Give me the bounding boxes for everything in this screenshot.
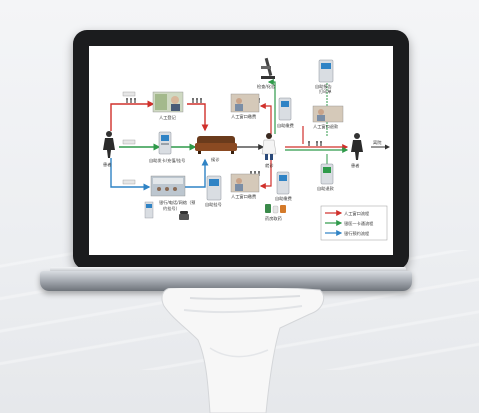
exam-test-label: 检查/化验 [257,83,276,90]
patient-left-label: 患者 [103,161,111,168]
kiosk-icon [158,131,172,155]
flow-line-visit-exam [267,79,276,134]
visit-label: 就诊 [265,162,274,169]
tablet-screen: 患者 人工登记 自助发卡/充值/挂号 银行/电话/网络（预 约挂号） 自助挂号 [89,46,393,255]
flow-line-visit-pay [259,103,272,134]
legend: 人工窗口流程 银医一卡通流程 银行预约流程 [320,205,388,241]
patient-right-label: 患者 [351,162,359,169]
self-register-label: 自助挂号 [205,201,222,208]
manual-register-label: 人工登记 [159,114,177,120]
waiting-label: 候诊 [211,156,220,163]
flow-line-bank-1 [110,158,151,191]
card-icon-2 [122,139,136,145]
pill-bottle-icon [265,204,286,214]
self-register-kiosk-icon [206,175,222,201]
self-pay-kiosk-icon [278,97,292,121]
flow-line-manual-1 [110,100,155,131]
legend-label-card: 银医一卡通流程 [344,220,374,227]
flow-line-bank-2 [185,158,209,188]
manual-window-refund-label: 人工窗口退款 [313,123,339,130]
lower-pay-photo-icon [230,173,260,193]
legend-label-manual: 人工窗口流程 [344,210,370,217]
bank-photo-icon [150,175,186,197]
self-pay-label-lower: 自助缴费 [275,195,292,202]
card-icon-1 [122,91,136,97]
card-icon-3 [122,179,136,185]
leave-hospital-label: 离院 [373,139,382,146]
self-refund-kiosk-icon [320,163,334,185]
self-report-print-label-2: 打印单 [319,88,332,95]
doctor-icon [261,133,277,160]
self-card-label: 自助发卡/充值/挂号 [149,157,185,164]
sofa-icon [195,136,237,154]
tray-rim [50,267,406,272]
workflow-diagram: 患者 人工登记 自助发卡/充值/挂号 银行/电话/网络（预 约挂号） 自助挂号 [103,57,390,241]
window-photo-icon [152,91,184,113]
telephone-icon [179,211,189,220]
self-report-print-label: 自助报告 [315,83,332,90]
bank-phone-label-2: 约挂号） [163,205,180,212]
small-kiosk-icon [144,201,154,219]
manual-window-pay-lower-label: 人工窗口缴费 [231,193,256,200]
self-refund-label: 自助退款 [317,185,335,192]
flow-line-manual-2 [187,103,209,132]
pharmacy-label: 药房取药 [265,215,282,222]
self-pay-kiosk-lower-icon [276,171,290,195]
bank-phone-label-1: 银行/电话/网络（预 [159,199,195,206]
manual-window-pay-label: 人工窗口缴费 [231,113,256,120]
self-report-kiosk-icon [318,59,334,83]
flow-line-visit-pharmacy [259,160,272,189]
legend-label-bank: 银行预约流程 [344,230,370,237]
white-glove-hand [161,288,325,413]
self-pay-label-top: 自助缴费 [277,122,294,129]
refund-window-photo-icon [312,105,344,123]
microscope-icon [261,57,275,79]
pay-window-photo-icon [230,93,260,113]
patient-left-person-icon [103,131,115,158]
patient-right-person-icon [351,133,363,160]
silver-tray [40,271,412,291]
